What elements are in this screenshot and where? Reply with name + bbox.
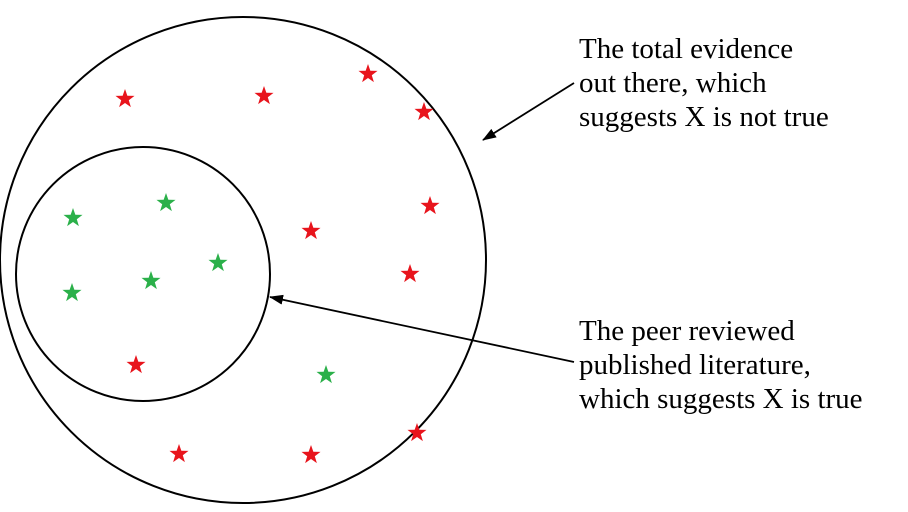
peer-reviewed-circle (15, 146, 271, 402)
total-evidence-label-line-3: suggests X is not true (579, 101, 829, 133)
red-star (414, 102, 434, 121)
red-star (115, 89, 135, 108)
green-star (62, 283, 82, 302)
total-evidence-circle (0, 16, 487, 504)
peer-reviewed-arrow (269, 294, 575, 363)
peer-reviewed-label-line-1: The peer reviewed (579, 315, 795, 347)
red-star (169, 444, 189, 463)
total-evidence-label-line-1: The total evidence (579, 33, 794, 65)
green-star (141, 271, 161, 290)
stars-group (62, 64, 440, 464)
peer-reviewed-label-line-2: published literature, (579, 349, 811, 381)
red-star (254, 86, 274, 105)
red-star (301, 445, 321, 464)
total-evidence-label: The total evidence out there, which sugg… (579, 32, 829, 134)
red-star (358, 64, 378, 83)
green-star (156, 193, 176, 212)
red-star (420, 196, 440, 215)
green-star (208, 253, 228, 272)
green-star (316, 365, 336, 384)
peer-reviewed-label: The peer reviewed published literature, … (579, 314, 863, 416)
green-star (63, 208, 83, 227)
total-evidence-label-line-2: out there, which (579, 67, 767, 99)
red-star (400, 264, 420, 283)
red-star (407, 423, 427, 442)
red-star (126, 355, 146, 374)
peer-reviewed-label-line-3: which suggests X is true (579, 383, 863, 415)
total-evidence-arrow (482, 82, 575, 141)
red-star (301, 221, 321, 240)
